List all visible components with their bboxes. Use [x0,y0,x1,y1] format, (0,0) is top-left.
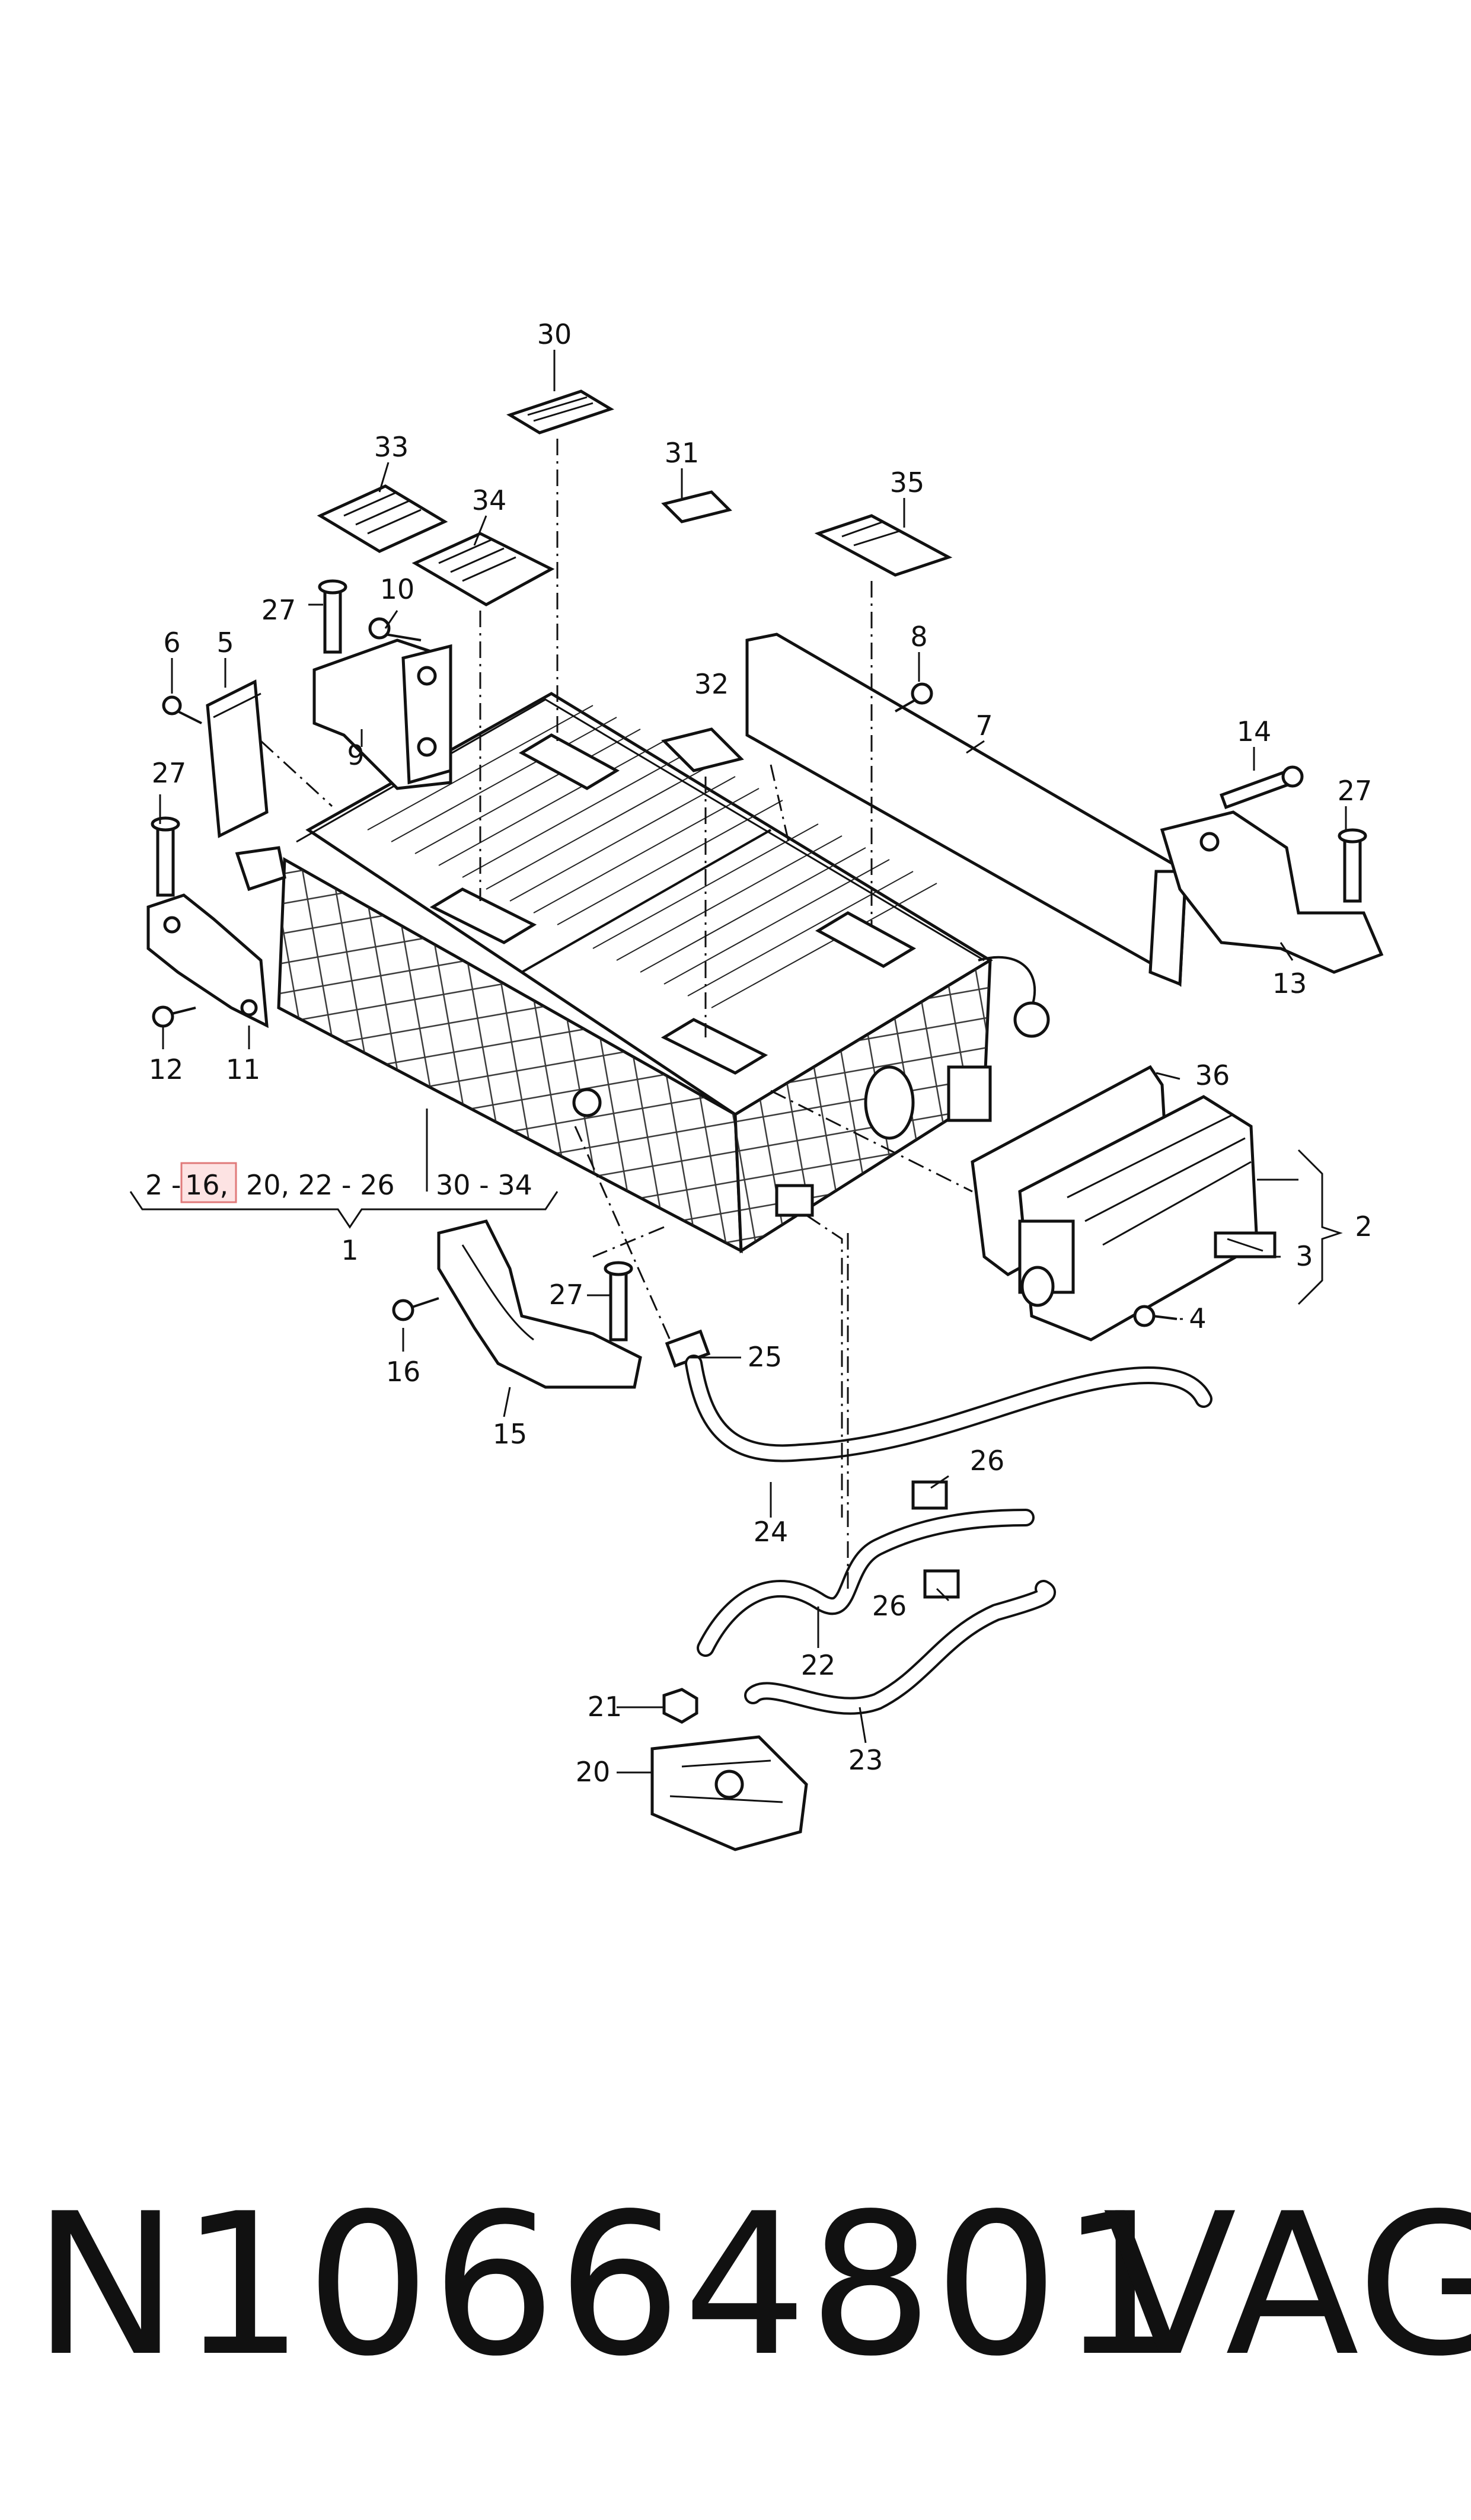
group-label-rest: 20, 22 - 26 [246,1169,395,1201]
part-34-label [411,532,555,606]
part-33-label [317,484,448,553]
part-13-bracket [1160,810,1384,974]
brand-label: VAG [1103,2171,1471,2399]
callout-21: 21 [588,1691,623,1723]
part-9-bracket [312,638,452,790]
callout-2: 2 [1355,1211,1372,1243]
part-11-bracket [146,893,269,1029]
callout-5: 5 [216,627,234,659]
callout-33: 33 [374,431,409,463]
callout-10: 10 [380,573,415,605]
part-5-module [206,679,269,838]
part-12-bolt [152,1005,196,1028]
part-7-panel [745,633,1188,987]
part-4-bolt [1133,1305,1178,1327]
part-22-hose [697,1509,1035,1657]
callout-20: 20 [576,1756,611,1788]
part-27-bolt-a [318,579,347,654]
part-20-mount [650,1735,808,1851]
group-label-tail: 30 - 34 [436,1169,532,1201]
part-27-bolt-c [1338,828,1367,903]
part-21-nut [662,1688,698,1724]
callout-27-b: 27 [152,757,187,789]
part-30-label [506,389,614,435]
part-26-clamp-a [911,1480,948,1510]
part-2-control-unit [1018,1095,1259,1342]
callout-numbers: 30 33 31 34 35 10 27 6 5 8 32 7 9 14 27 … [149,318,1373,1788]
part-32-label [661,727,744,772]
callout-11: 11 [226,1053,261,1085]
part-3-connector [1214,1231,1277,1259]
callout-9: 9 [347,739,364,771]
callout-27-a: 27 [261,594,296,626]
callout-7: 7 [975,710,993,742]
battery-housing [235,692,1050,1254]
callout-36: 36 [1195,1059,1230,1091]
part-24-hose [685,1355,1212,1462]
callout-1: 1 [341,1234,358,1266]
callout-13: 13 [1272,967,1307,999]
leader-lines [129,350,1347,1774]
part-14-bolt [1219,765,1304,810]
highlight-box [180,1162,237,1203]
callout-30: 30 [537,318,572,350]
callout-31: 31 [665,437,700,469]
part-number: N10664801 [33,2171,1186,2399]
callout-26-b: 26 [872,1590,907,1622]
part-8-bolt [895,682,933,713]
callout-14: 14 [1237,716,1272,748]
callout-27-c: 27 [1338,775,1373,807]
part-23-hose [744,1580,1056,1715]
group-label: 2 - 16, 20, 22 - 26 30 - 34 [145,1162,532,1203]
callout-27-d: 27 [549,1279,584,1311]
group-label-prefix: 2 - [145,1169,181,1201]
callout-22: 22 [801,1649,836,1681]
callout-25: 25 [748,1341,783,1373]
part-16-bolt [392,1297,439,1321]
assembly-lines [260,439,973,1589]
callout-6: 6 [163,627,180,659]
part-27-bolt-d [604,1261,633,1342]
part-10-bolt [368,617,422,641]
callout-24: 24 [754,1516,789,1548]
callout-4: 4 [1189,1302,1206,1334]
part-27-bolt-b [151,816,180,897]
callout-35: 35 [890,467,925,499]
part-31-label [661,490,732,523]
callout-23: 23 [848,1744,883,1776]
callout-26-a: 26 [970,1445,1005,1477]
group-label-highlight: 16, [185,1169,228,1201]
part-6-bolt [162,695,202,724]
part-15-bracket [437,1219,642,1389]
callout-16: 16 [386,1356,421,1388]
part-35-label [814,514,953,577]
callout-32: 32 [694,668,729,700]
callout-3: 3 [1295,1240,1313,1272]
callout-8: 8 [910,621,927,653]
callout-15: 15 [493,1418,528,1450]
callout-12: 12 [149,1053,184,1085]
callout-34: 34 [472,484,507,516]
